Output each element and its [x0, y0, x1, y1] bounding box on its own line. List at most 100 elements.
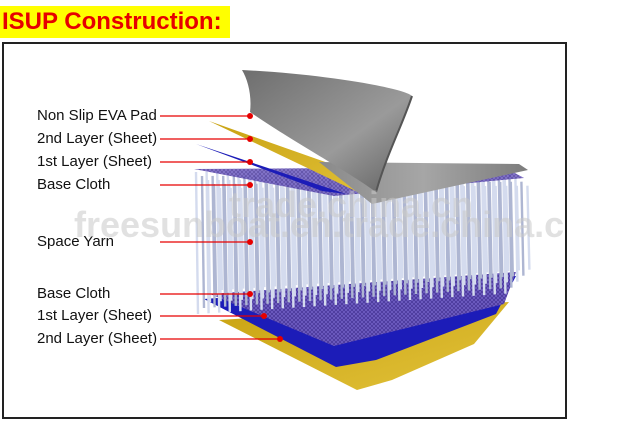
yarn-fiber — [403, 182, 408, 284]
yarn-fiber — [323, 179, 328, 295]
yarn-fiber — [505, 185, 510, 272]
yarn-fiber — [520, 181, 525, 276]
yarn-fiber — [388, 186, 393, 279]
leader-dot — [247, 182, 253, 188]
yarn-fiber — [488, 181, 493, 278]
leader-dot — [277, 336, 283, 342]
label-top-1st-layer: 1st Layer (Sheet) — [37, 153, 153, 170]
yarn-fiber — [293, 187, 298, 286]
yarn-fiber — [271, 187, 277, 287]
yarn-fiber — [502, 169, 507, 294]
yarn-fiber — [393, 182, 398, 285]
label-top-2nd-layer: 2nd Layer (Sheet) — [37, 130, 158, 147]
yarn-fiber — [461, 178, 466, 286]
yarn-fiber — [497, 173, 502, 289]
yarn-fiber — [261, 187, 266, 288]
yarn-fiber — [302, 179, 307, 296]
yarn-fiber — [205, 171, 210, 314]
yarn-fiber — [424, 182, 430, 283]
yarn-fiber — [223, 183, 228, 296]
yarn-fiber — [300, 171, 306, 308]
yarn-fiber — [329, 183, 334, 289]
label-top-base-cloth: Base Cloth — [37, 176, 111, 193]
label-bottom-1st-layer: 1st Layer (Sheet) — [37, 307, 153, 324]
yarn-fiber — [494, 185, 499, 272]
leader-dot — [247, 291, 253, 297]
yarn-fiber — [428, 170, 433, 299]
yarn-fiber — [238, 179, 243, 300]
yarn-fiber — [334, 179, 339, 294]
yarn-fiber — [228, 179, 233, 301]
yarn-fiber — [455, 174, 460, 292]
yarn-fiber — [438, 170, 443, 298]
yarn-fiber — [462, 186, 467, 274]
leader-lines — [160, 113, 283, 342]
yarn-fiber — [314, 187, 319, 284]
yarn-fiber — [444, 174, 449, 292]
yarn-fiber — [279, 171, 284, 309]
yarn-fiber — [194, 171, 200, 315]
yarn-fiber — [367, 186, 372, 281]
leader-dot — [247, 239, 253, 245]
yarn-fiber — [509, 181, 514, 277]
yarn-fiber — [282, 187, 287, 286]
yarn-fiber — [465, 173, 471, 291]
yarn-fiber — [423, 174, 428, 294]
page-title: ISUP Construction: — [0, 6, 230, 38]
yarn-fiber — [441, 186, 446, 276]
yarn-fiber — [276, 183, 281, 292]
space-yarn — [194, 169, 531, 315]
yarn-fiber — [218, 187, 224, 291]
yarn-fiber — [508, 173, 513, 288]
yarn-fiber — [470, 169, 475, 296]
yarn-fiber — [414, 182, 419, 283]
yarn-fiber — [308, 183, 313, 290]
yarn-fiber — [399, 186, 404, 279]
yarn-fiber — [338, 174, 343, 299]
leader-dot — [247, 159, 253, 165]
yarn-fiber — [212, 183, 218, 297]
yarn-fiber — [312, 179, 318, 296]
yarn-fiber — [335, 187, 340, 283]
yarn-fiber — [265, 183, 271, 293]
yarn-fiber — [499, 181, 504, 278]
yarn-fiber — [483, 185, 489, 273]
yarn-fiber — [291, 179, 296, 297]
yarn-fiber — [429, 178, 434, 288]
yarn-fiber — [526, 185, 531, 270]
yarn-fiber — [477, 181, 483, 279]
yarn-fiber — [430, 186, 436, 277]
yarn-fiber — [514, 177, 519, 282]
yarn-fiber — [318, 183, 324, 290]
yarn-fiber — [435, 182, 440, 282]
diagram-frame: Non Slip EVA Pad 2nd Layer (Sheet) 1st L… — [2, 42, 567, 419]
construction-diagram — [160, 70, 531, 390]
yarn-fiber — [487, 173, 492, 290]
yarn-fiber — [303, 187, 308, 285]
leader-dot — [261, 313, 267, 319]
label-non-slip-eva-pad: Non Slip EVA Pad — [37, 107, 157, 124]
yarn-fiber — [296, 175, 301, 302]
yarn-fiber — [473, 186, 478, 274]
bottom-base-cloth — [210, 272, 516, 346]
yarn-fiber — [259, 179, 265, 299]
yarn-fiber — [450, 178, 455, 286]
yarn-fiber — [409, 186, 414, 278]
yarn-fiber — [476, 173, 481, 290]
yarn-fiber — [446, 182, 451, 281]
yarn-fiber — [355, 178, 360, 293]
yarn-fiber — [459, 169, 465, 297]
watermark-line1: trade.china.cn — [229, 184, 474, 225]
yarn-fiber — [493, 177, 498, 284]
yarn-fiber — [297, 183, 302, 291]
yarn-fiber — [344, 178, 349, 293]
yarn-fiber — [440, 178, 445, 287]
yarn-fiber — [217, 179, 222, 302]
yarn-fiber — [229, 187, 234, 290]
yarn-fiber — [346, 187, 351, 282]
yarn-fiber — [481, 169, 486, 296]
yarn-fiber — [244, 183, 249, 294]
label-bottom-base-cloth: Base Cloth — [37, 285, 111, 302]
yarn-fiber — [503, 177, 508, 283]
yarn-fiber — [317, 175, 322, 301]
